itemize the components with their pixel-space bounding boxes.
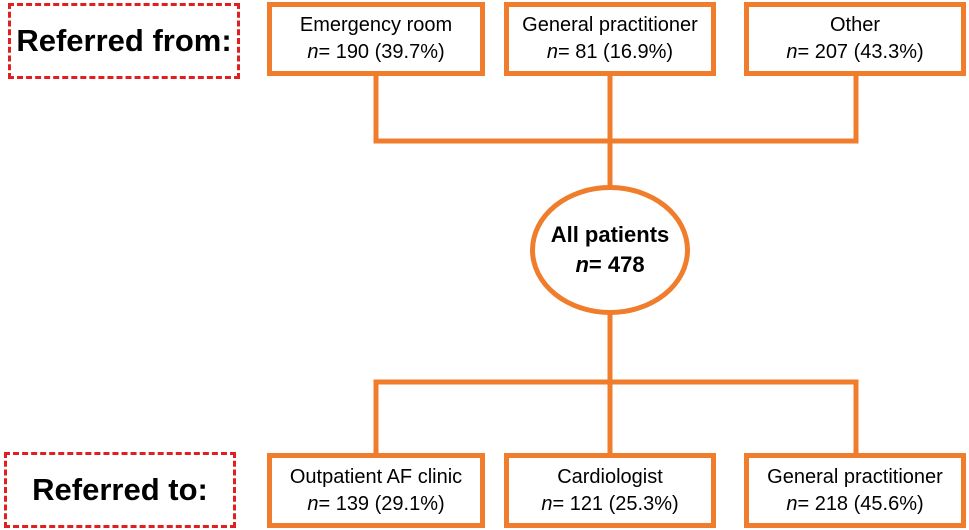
- node-count: n= 139 (29.1%): [307, 492, 445, 515]
- node-name: Cardiologist: [557, 465, 663, 488]
- node-count: n= 218 (45.6%): [786, 492, 924, 515]
- referred-from-label: Referred from:: [8, 3, 240, 79]
- referred-to-label: Referred to:: [4, 452, 236, 528]
- all-patients-title: All patients: [550, 222, 670, 247]
- all-patients-count: n= 478: [575, 252, 645, 277]
- node-count: n= 207 (43.3%): [786, 41, 924, 63]
- from-node-other: Other n= 207 (43.3%): [744, 2, 966, 76]
- node-name: Outpatient AF clinic: [289, 465, 463, 488]
- all-patients-node: All patients n= 478: [530, 185, 690, 315]
- from-node-emergency-room: Emergency room n= 190 (39.7%): [267, 2, 485, 76]
- node-count: n= 121 (25.3%): [541, 492, 679, 515]
- node-name: Emergency room: [299, 14, 453, 36]
- referred-to-text: Referred to:: [32, 472, 208, 507]
- node-name: General practitioner: [767, 465, 943, 488]
- node-count: n= 190 (39.7%): [307, 41, 445, 63]
- node-name: Other: [829, 14, 881, 36]
- node-name: General practitioner: [522, 14, 698, 36]
- to-node-general-practitioner: General practitioner n= 218 (45.6%): [744, 453, 966, 528]
- to-node-cardiologist: Cardiologist n= 121 (25.3%): [504, 453, 716, 528]
- from-node-general-practitioner: General practitioner n= 81 (16.9%): [504, 2, 716, 76]
- referred-from-text: Referred from:: [16, 23, 232, 58]
- node-count: n= 81 (16.9%): [546, 41, 674, 63]
- to-node-outpatient-af-clinic: Outpatient AF clinic n= 139 (29.1%): [267, 453, 485, 528]
